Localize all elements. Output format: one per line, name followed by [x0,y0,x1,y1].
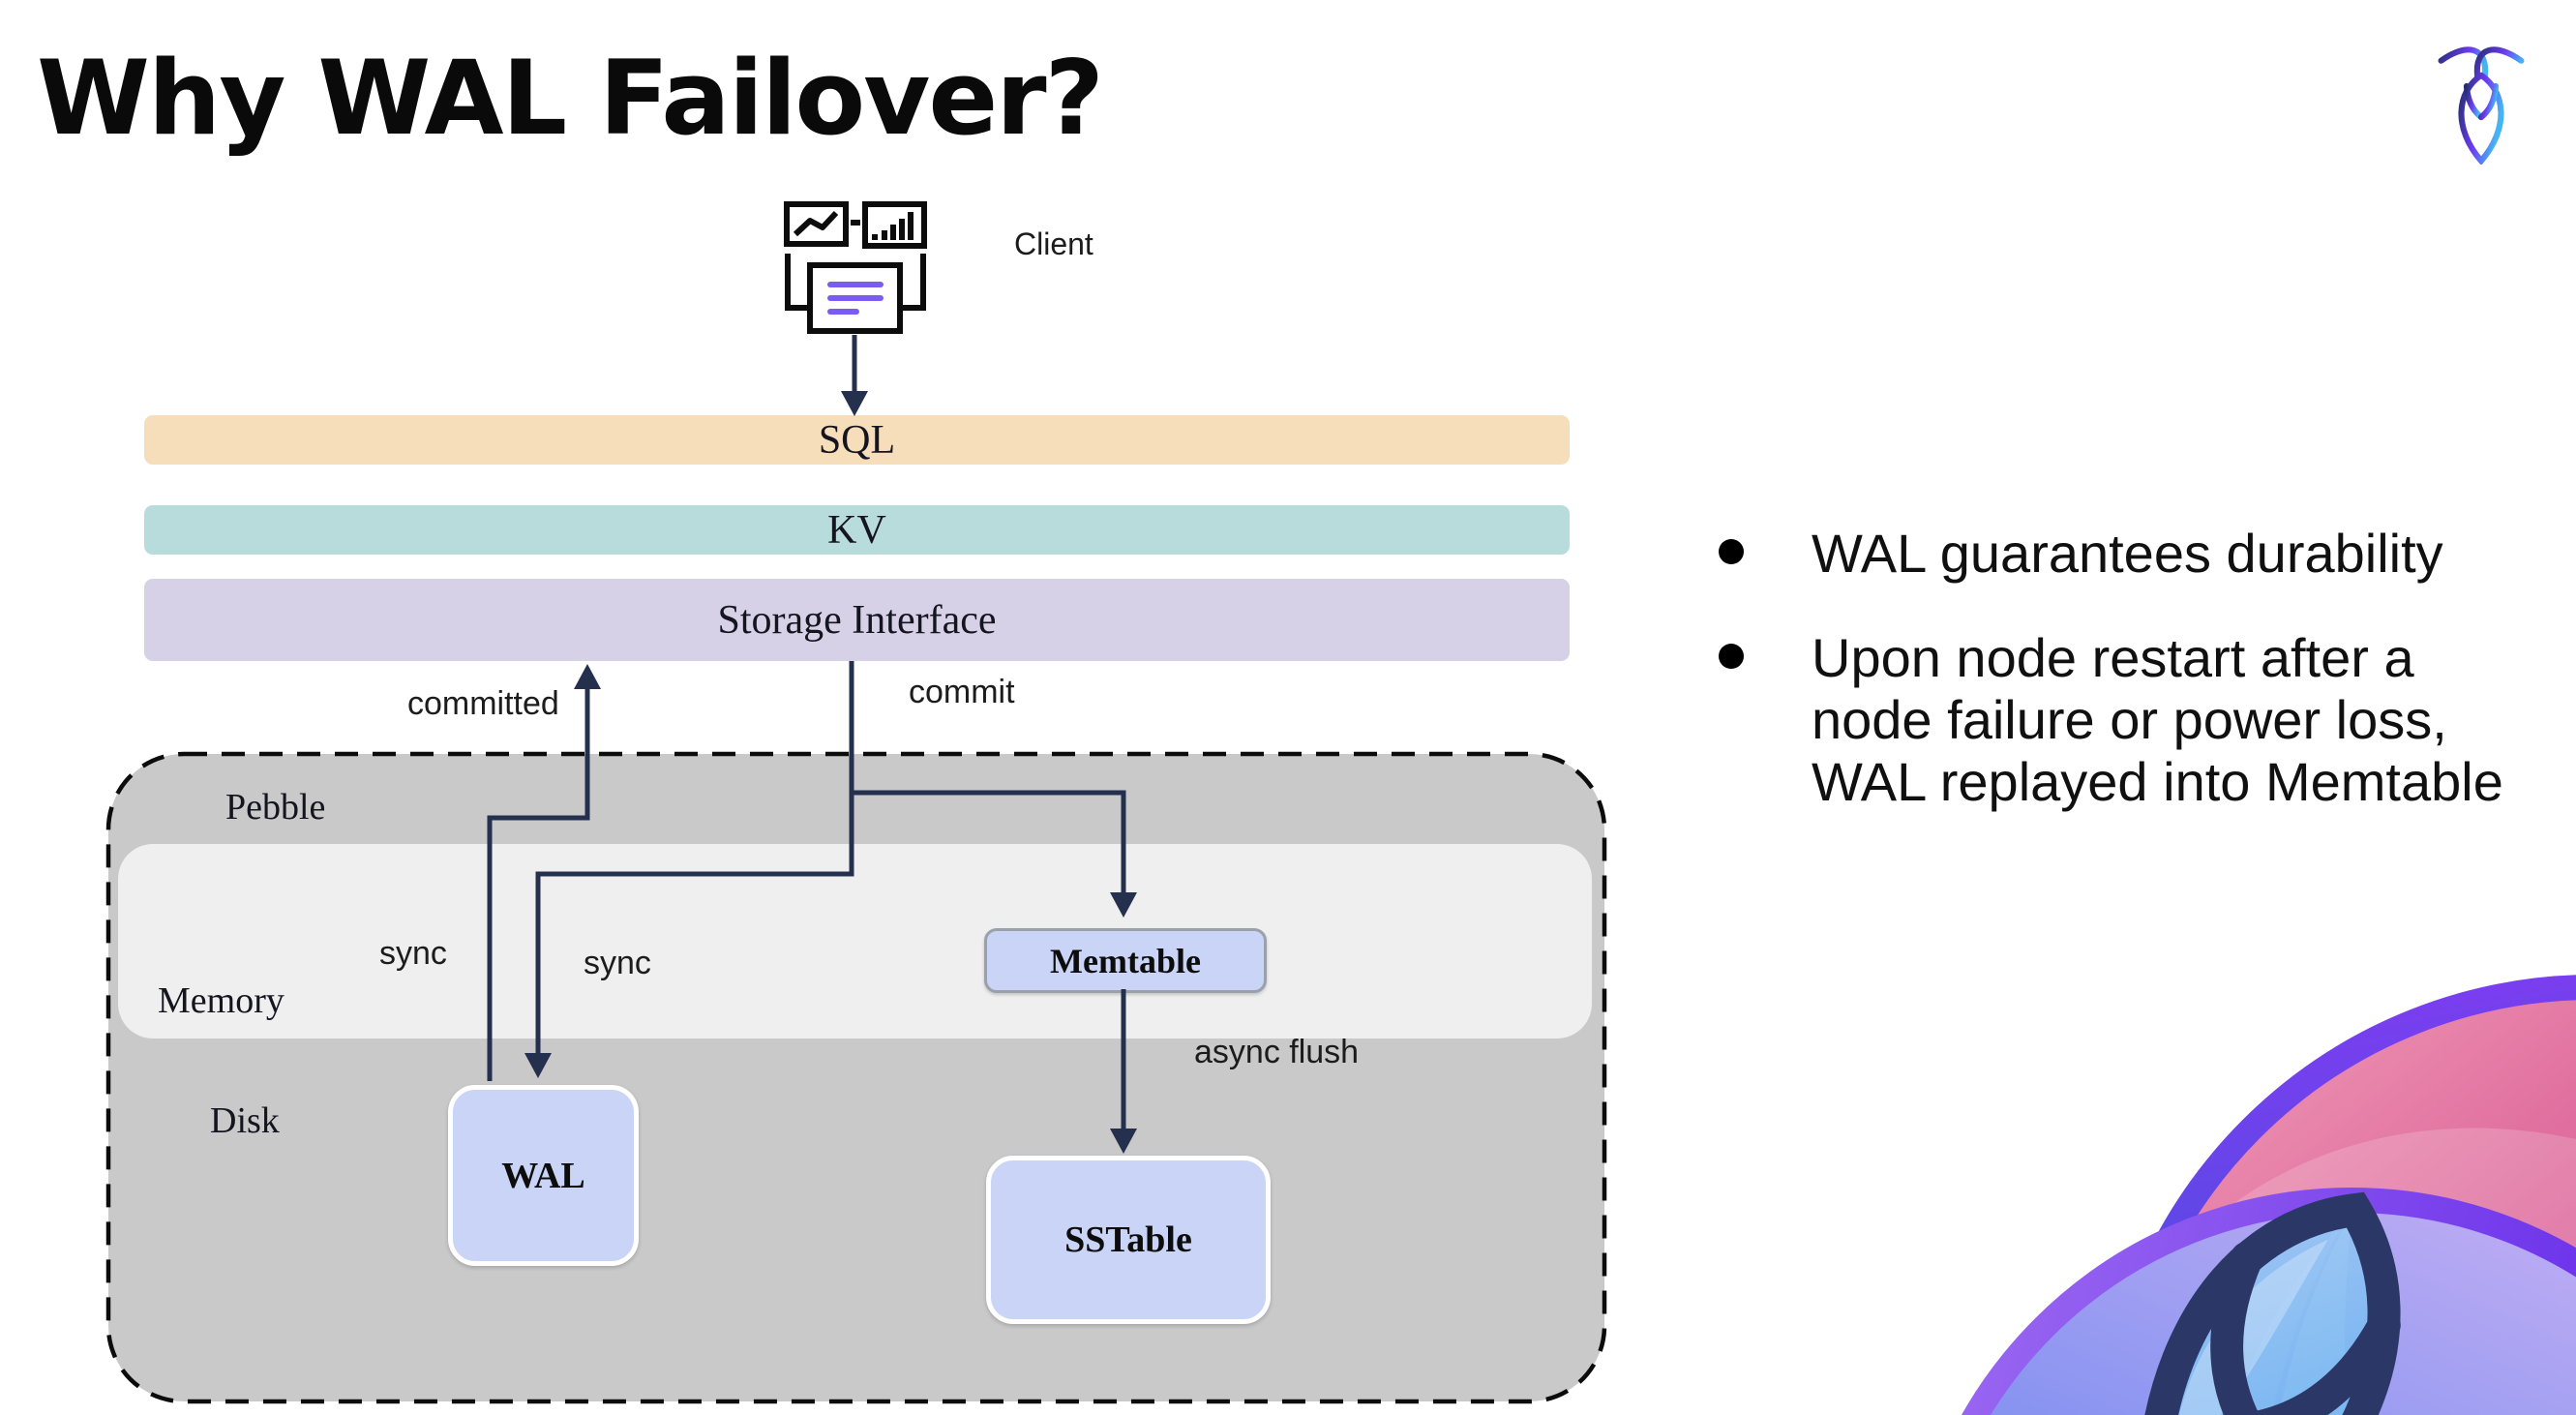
bullet-line: WAL guarantees durability [1812,523,2443,584]
layer-bar-sql: SQL [144,415,1570,465]
memory-band [118,844,1592,1039]
layer-bar-kv-label: KV [827,507,886,553]
sstable-box: SSTable [986,1156,1271,1324]
layer-bar-sql-label: SQL [818,417,896,463]
pebble-label: Pebble [225,787,326,828]
bullet-list: WAL guarantees durability Upon node rest… [1692,523,2562,856]
bullet-item: Upon node restart after a node failure o… [1692,627,2562,813]
memtable-box-label: Memtable [1050,941,1201,980]
bullet-line: node failure or power loss, [1812,689,2447,750]
bullet-line: Upon node restart after a [1812,627,2414,688]
page-title: Why WAL Failover? [37,39,1104,158]
edge-label-committed: committed [407,685,559,722]
edge-label-commit: commit [909,674,1015,710]
wal-box: WAL [448,1085,639,1266]
bullet-dot-icon [1719,539,1744,564]
sstable-box-label: SSTable [1064,1219,1192,1260]
bullet-line: WAL replayed into Memtable [1812,751,2503,812]
layer-bar-storage-interface: Storage Interface [144,579,1570,661]
layer-bar-storage-label: Storage Interface [717,597,997,643]
edge-label-sync-left: sync [379,935,447,972]
layer-bar-kv: KV [144,505,1570,555]
edge-label-async-flush: async flush [1194,1034,1360,1070]
memtable-box: Memtable [984,928,1267,993]
wal-box-label: WAL [501,1155,585,1196]
cockroachdb-brand-art [1962,975,2576,1415]
bullet-dot-icon [1719,644,1744,669]
memory-label: Memory [158,980,285,1021]
bullet-item: WAL guarantees durability [1692,523,2562,585]
client-icon [784,201,927,334]
client-label: Client [1014,226,1093,261]
disk-label: Disk [210,1100,280,1141]
edge-label-sync-right: sync [584,945,651,981]
cockroachdb-logo-icon [2438,46,2525,165]
